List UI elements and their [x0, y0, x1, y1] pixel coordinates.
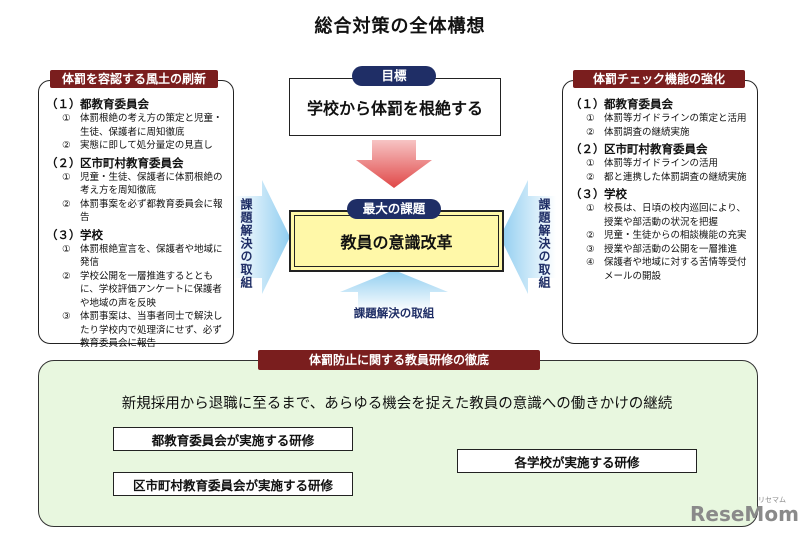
municipal-training-box: 区市町村教育委員会が実施する研修	[113, 472, 353, 496]
up-arrow	[340, 270, 448, 312]
municipal-training-label: 区市町村教育委員会が実施する研修	[132, 477, 333, 493]
item-text: 体罰調査の継続実施	[604, 126, 690, 138]
item-marker: ③	[586, 243, 595, 255]
list-item: ② 学校公開を一層推進するとともに、学校評価アンケートに保護者や地域の声を反映	[46, 270, 228, 311]
section-number: （２）	[46, 155, 81, 170]
right-arrow-label: 課題解決の取組	[537, 198, 551, 289]
item-text: 児童・生徒からの相談機能の充実	[604, 230, 747, 241]
item-text: 体罰等ガイドラインの活用	[604, 158, 719, 169]
item-marker: ④	[586, 257, 595, 268]
list-item: ② 実態に即して処分量定の見直し	[46, 139, 228, 153]
list-item: ③ 体罰事案は、当事者同士で解決したり学校内で処理済にせず、必ず教育委員会に報告	[46, 310, 228, 351]
list-item: ① 校長は、日頃の校内巡回により、授業や部活動の状況を把握	[570, 202, 752, 229]
item-marker: ②	[586, 171, 595, 183]
left-panel	[38, 80, 234, 344]
list-item: ① 体罰根絶宣言を、保護者や地域に発信	[46, 243, 228, 270]
goal-box: 学校から体罰を根絶する	[289, 78, 501, 136]
item-text: 実態に即して処分量定の見直し	[80, 140, 213, 151]
page-title: 総合対策の全体構想	[314, 16, 486, 37]
item-text: 保護者や地域に対する苦情等受付メールの開設	[604, 257, 747, 282]
school-training-label: 各学校が実施する研修	[514, 454, 640, 470]
watermark-logo: ReseMom	[690, 502, 799, 526]
list-item: ④ 保護者や地域に対する苦情等受付メールの開設	[570, 256, 752, 283]
item-marker: ①	[586, 203, 595, 214]
item-text: 体罰根絶の考え方の策定と児童・生徒、保護者に周知徹底	[80, 113, 223, 138]
left-panel-header: 体罰を容認する風土の刷新	[50, 70, 218, 88]
list-item: ② 児童・生徒からの相談機能の充実	[570, 229, 752, 243]
item-marker: ③	[62, 311, 71, 322]
metro-training-box: 都教育委員会が実施する研修	[113, 427, 353, 451]
item-marker: ①	[586, 158, 595, 169]
item-text: 授業や部活動の公開を一層推進	[604, 243, 738, 255]
section-label: 都教育委員会	[604, 97, 673, 111]
section-heading: （２）区市町村教育委員会	[46, 156, 228, 171]
bottom-arrow-label: 課題解決の取組	[353, 306, 435, 320]
item-marker: ①	[62, 171, 71, 183]
item-marker: ①	[586, 113, 595, 124]
section-number: （３）	[570, 187, 605, 201]
list-item: ② 体罰事案を必ず都教育委員会に報告	[46, 198, 228, 225]
section-label: 学校	[80, 227, 103, 242]
item-text: 学校公開を一層推進するとともに、学校評価アンケートに保護者や地域の声を反映	[80, 270, 222, 309]
section-heading: （３）学校	[46, 228, 228, 243]
section-number: （２）	[570, 142, 605, 156]
item-marker: ②	[586, 230, 595, 241]
right-panel-header: 体罰チェック機能の強化	[573, 70, 745, 88]
list-item: ① 体罰根絶の考え方の策定と児童・生徒、保護者に周知徹底	[46, 112, 228, 139]
item-text: 校長は、日頃の校内巡回により、授業や部活動の状況を把握	[604, 203, 746, 228]
list-item: ② 体罰調査の継続実施	[570, 126, 752, 140]
item-marker: ①	[62, 113, 71, 124]
list-item: ① 体罰等ガイドラインの活用	[570, 157, 752, 171]
item-marker: ②	[62, 198, 71, 210]
item-marker: ②	[62, 140, 71, 151]
item-text: 都と連携した体罰調査の継続実施	[604, 171, 747, 183]
section-heading: （１）都教育委員会	[570, 97, 752, 112]
section-label: 学校	[604, 187, 627, 201]
section-heading: （２）区市町村教育委員会	[570, 142, 752, 157]
list-item: ① 児童・生徒、保護者に体罰根絶の考え方を周知徹底	[46, 171, 228, 198]
section-number: （１）	[46, 97, 81, 111]
item-marker: ②	[62, 270, 71, 282]
section-label: 区市町村教育委員会	[80, 155, 184, 170]
section-label: 区市町村教育委員会	[604, 142, 708, 156]
item-text: 体罰事案を必ず都教育委員会に報告	[80, 198, 223, 224]
section-label: 都教育委員会	[80, 97, 149, 111]
section-number: （１）	[570, 97, 605, 111]
section-number: （３）	[46, 227, 81, 242]
down-arrow	[356, 140, 432, 188]
item-text: 体罰事案は、当事者同士で解決したり学校内で処理済にせず、必ず教育委員会に報告	[80, 311, 223, 349]
section-heading: （３）学校	[570, 187, 752, 202]
item-text: 児童・生徒、保護者に体罰根絶の考え方を周知徹底	[80, 171, 223, 197]
issue-box: 教員の意識改革	[289, 210, 504, 272]
training-header: 体罰防止に関する教員研修の徹底	[258, 350, 540, 370]
issue-tag: 最大の課題	[347, 199, 441, 219]
school-training-box: 各学校が実施する研修	[457, 449, 697, 473]
goal-text: 学校から体罰を根絶する	[306, 99, 483, 118]
list-item: ③ 授業や部活動の公開を一層推進	[570, 243, 752, 257]
item-text: 体罰根絶宣言を、保護者や地域に発信	[80, 243, 223, 269]
left-arrow	[234, 180, 290, 294]
metro-training-label: 都教育委員会が実施する研修	[151, 432, 315, 448]
section-heading: （１）都教育委員会	[46, 97, 228, 112]
right-panel	[562, 80, 758, 344]
list-item: ① 体罰等ガイドラインの策定と活用	[570, 112, 752, 126]
right-arrow	[500, 180, 556, 294]
item-marker: ②	[586, 126, 595, 138]
watermark-small: リセマム	[758, 496, 786, 504]
training-statement: 新規採用から退職に至るまで、あらゆる機会を捉えた教員の意識への働きかけの継続	[121, 396, 673, 412]
item-marker: ①	[62, 243, 71, 255]
item-text: 体罰等ガイドラインの策定と活用	[604, 113, 747, 124]
goal-tag: 目標	[352, 66, 436, 86]
left-arrow-label: 課題解決の取組	[239, 198, 253, 289]
issue-text: 教員の意識改革	[340, 233, 453, 252]
list-item: ② 都と連携した体罰調査の継続実施	[570, 171, 752, 185]
